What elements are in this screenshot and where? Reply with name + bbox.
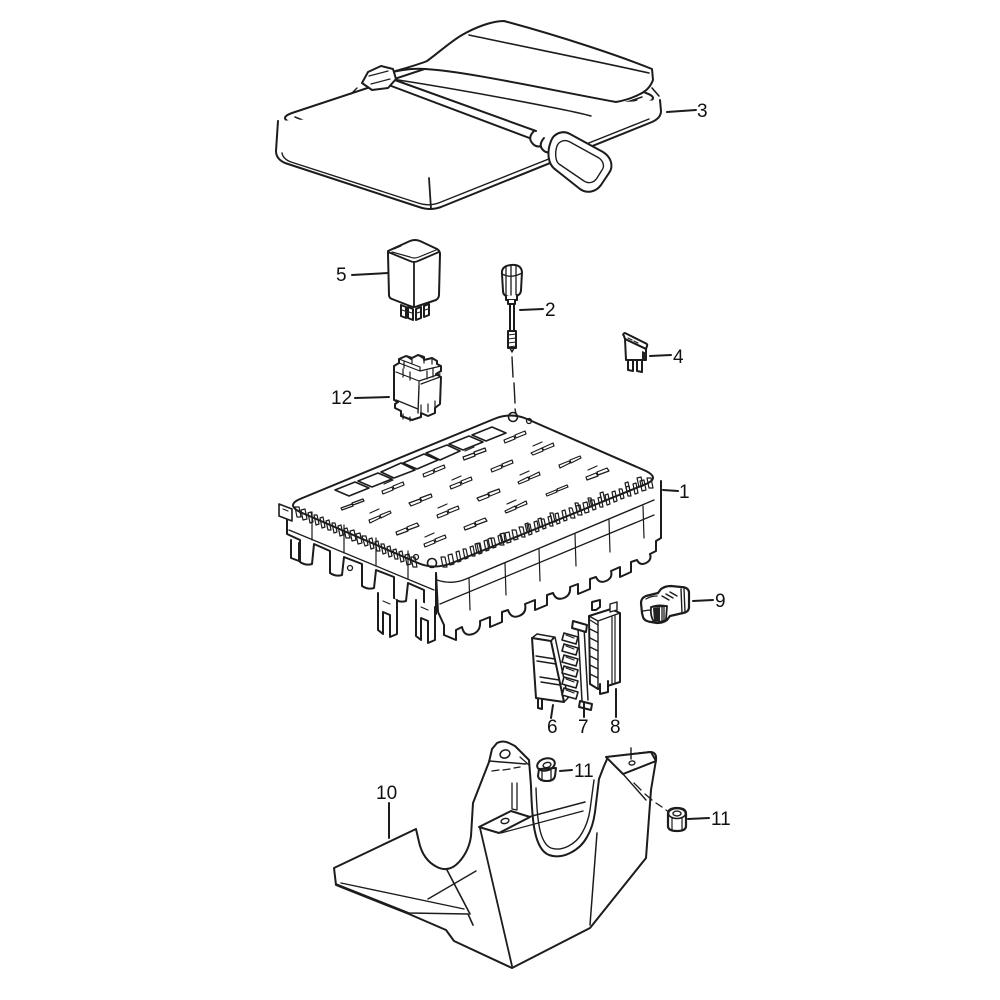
svg-text:11: 11 (574, 761, 594, 782)
svg-text:4: 4 (673, 347, 684, 368)
svg-text:10: 10 (376, 783, 397, 804)
svg-text:8: 8 (610, 717, 621, 738)
svg-text:1: 1 (679, 482, 690, 503)
svg-text:3: 3 (697, 101, 708, 122)
svg-text:7: 7 (578, 717, 589, 738)
svg-text:2: 2 (545, 300, 556, 321)
svg-text:6: 6 (547, 717, 558, 738)
svg-text:9: 9 (715, 591, 726, 612)
svg-text:12: 12 (331, 388, 352, 409)
svg-text:5: 5 (336, 265, 347, 286)
svg-text:11: 11 (711, 809, 731, 830)
